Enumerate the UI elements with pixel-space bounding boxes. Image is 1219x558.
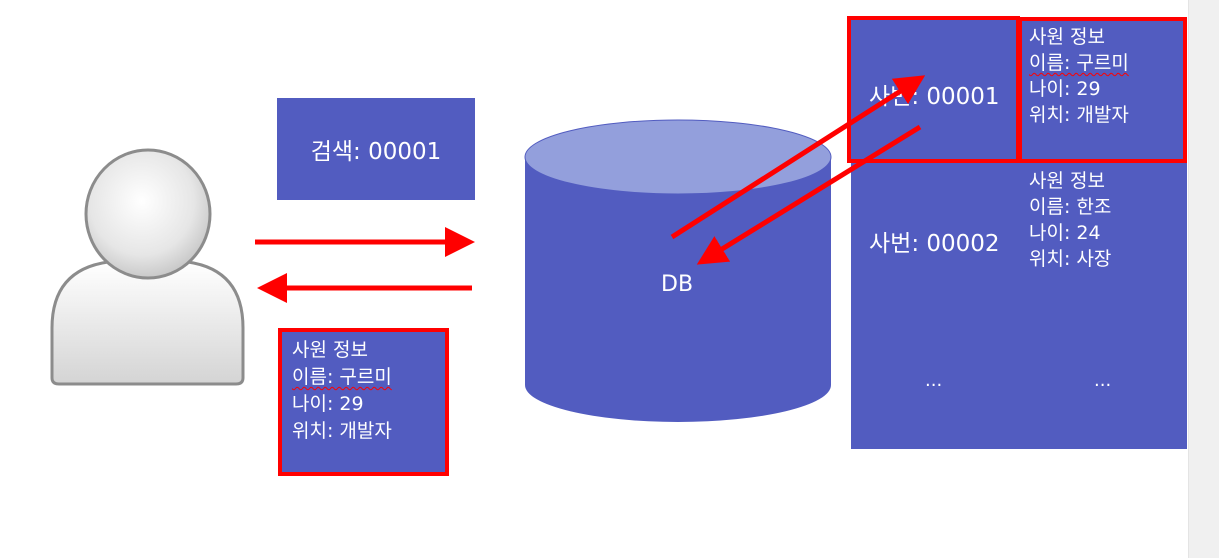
result-name: 이름: 구르미 bbox=[292, 366, 392, 388]
record-1-title: 사원 정보 bbox=[1029, 26, 1105, 48]
result-title: 사원 정보 bbox=[292, 339, 368, 361]
search-label: 검색: 00001 bbox=[310, 139, 442, 165]
record-1-info: 사원 정보 이름: 구르미 나이: 29 위치: 개발자 bbox=[1029, 24, 1129, 128]
record-2-name: 이름: 한조 bbox=[1029, 196, 1112, 218]
database-body bbox=[525, 157, 831, 422]
record-2-info: 사원 정보 이름: 한조 나이: 24 위치: 사장 bbox=[1029, 168, 1111, 272]
record-2-title: 사원 정보 bbox=[1029, 170, 1105, 192]
search-box: 검색: 00001 bbox=[277, 98, 475, 200]
database-label: DB bbox=[661, 272, 694, 297]
record-1-age: 나이: 29 bbox=[1029, 78, 1101, 100]
record-2-position: 위치: 사장 bbox=[1029, 248, 1112, 270]
record-2-age: 나이: 24 bbox=[1029, 222, 1101, 244]
ellipsis-right: ... bbox=[1094, 370, 1112, 391]
record-1-info-highlight bbox=[1018, 17, 1187, 163]
record-1-name: 이름: 구르미 bbox=[1029, 52, 1129, 74]
result-age: 나이: 29 bbox=[292, 393, 364, 415]
vertical-scrollbar[interactable] bbox=[1188, 0, 1219, 558]
result-arrow bbox=[696, 124, 922, 265]
record-1-position: 위치: 개발자 bbox=[1029, 104, 1129, 126]
query-arrow bbox=[670, 75, 926, 240]
user-body bbox=[50, 260, 245, 386]
user-head bbox=[84, 148, 212, 280]
result-position: 위치: 개발자 bbox=[292, 420, 392, 442]
ellipsis-left: ... bbox=[925, 370, 943, 391]
database-top bbox=[524, 119, 832, 195]
result-info-card: 사원 정보 이름: 구르미 나이: 29 위치: 개발자 bbox=[278, 328, 449, 476]
record-2-emp-number: 사번: 00002 bbox=[869, 231, 1000, 257]
